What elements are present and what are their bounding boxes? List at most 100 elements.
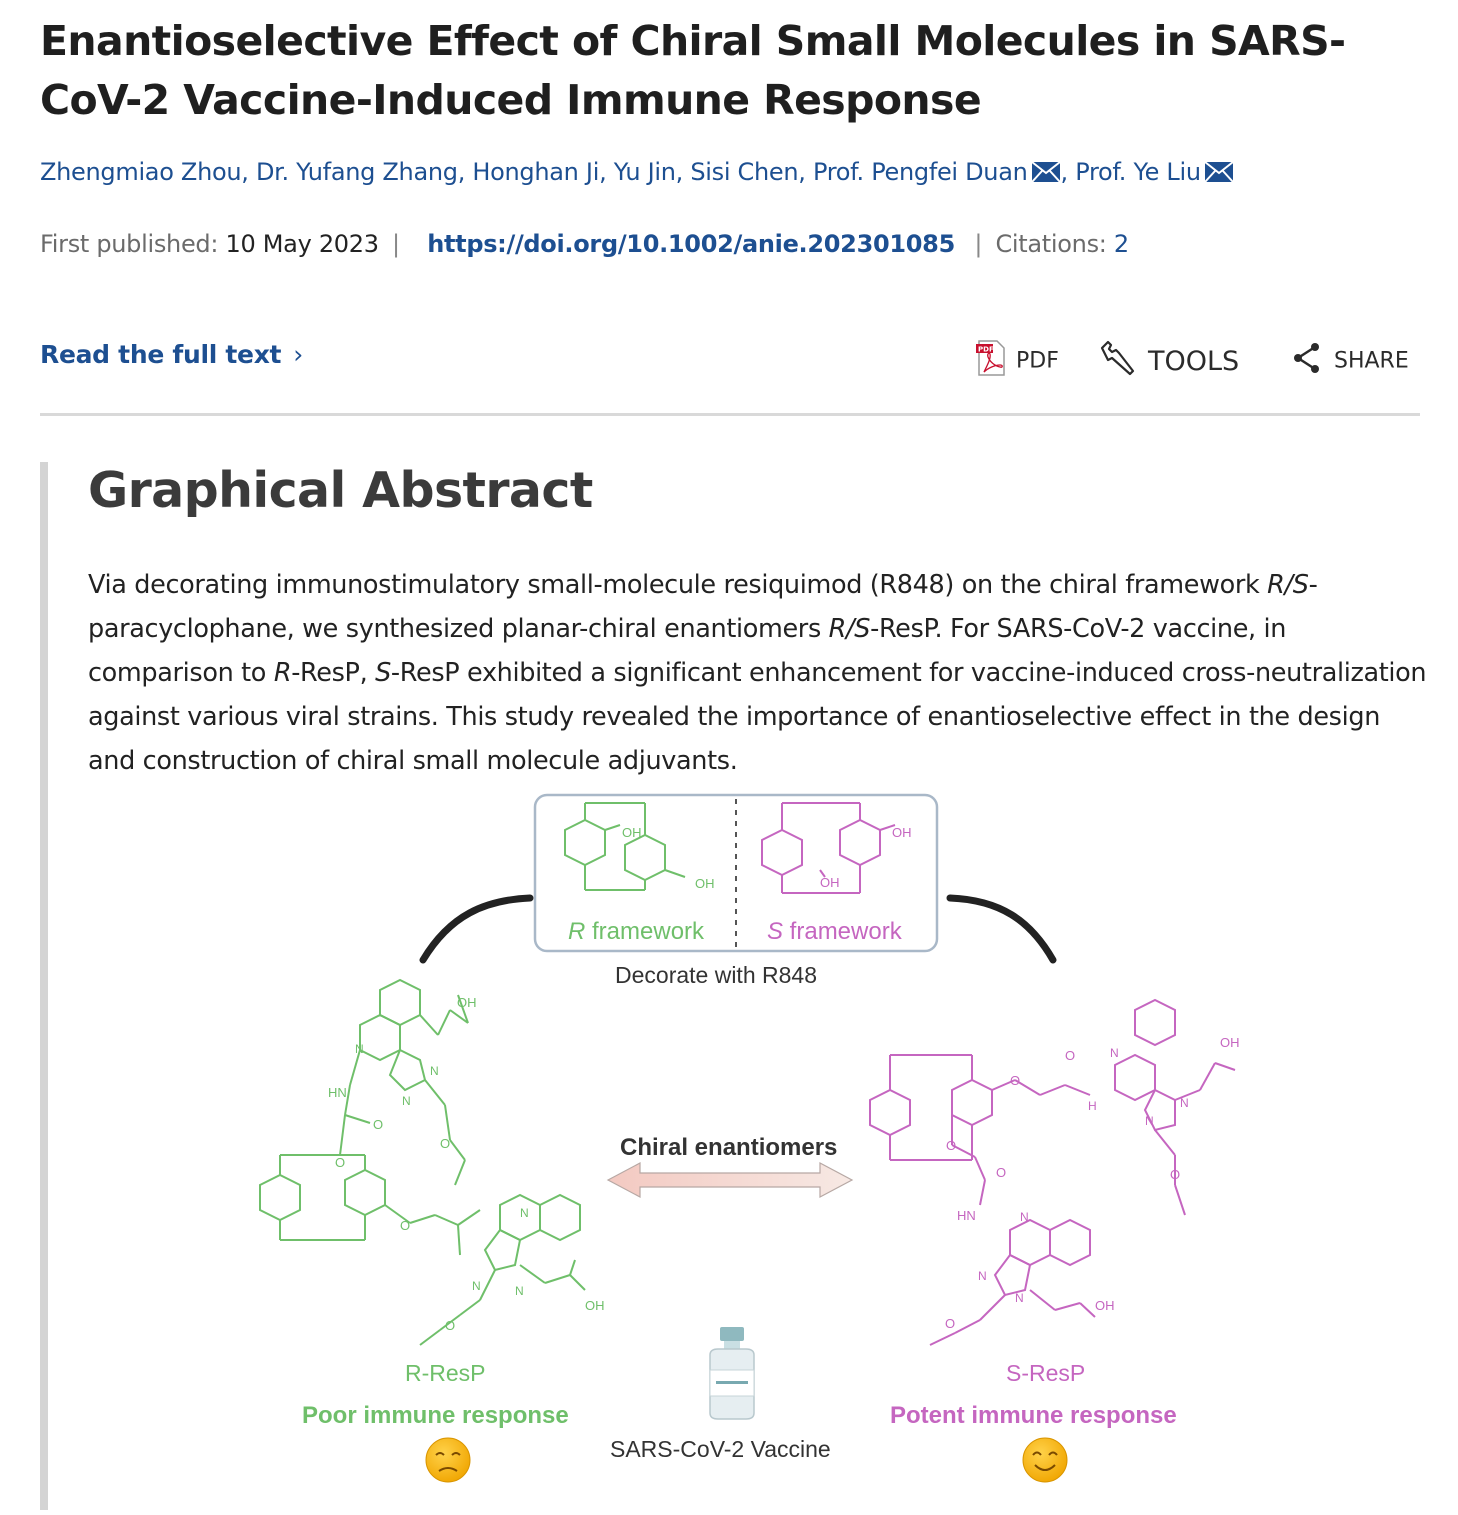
graphical-abstract-figure: OH OH OH OH R framework S framework Deco…	[240, 785, 1240, 1510]
pdf-button[interactable]: PDF PDF	[976, 340, 1059, 382]
r-resp-oh-bottom: OH	[585, 1298, 605, 1313]
abstract-text-segment: -paracyclophane, we synthesized planar-c…	[88, 570, 1318, 644]
share-button[interactable]: SHARE	[1290, 340, 1409, 382]
abstract-text-segment: R	[273, 658, 292, 688]
s-resp-structure	[869, 998, 1236, 1346]
r-resp-o-4: O	[440, 1136, 450, 1151]
pdf-label: PDF	[1016, 348, 1059, 374]
s-oh-label-1: OH	[892, 825, 912, 840]
first-published-date: 10 May 2023	[225, 230, 380, 258]
author-link[interactable]: Yu Jin	[613, 158, 676, 186]
r-resp-oh-top: OH	[457, 995, 477, 1010]
author-separator: ,	[241, 158, 256, 186]
s-resp-o-1: O	[1010, 1073, 1020, 1088]
s-resp-n-2: N	[1180, 1096, 1189, 1110]
r-oh-label-2: OH	[695, 876, 715, 891]
article-title: Enantioselective Effect of Chiral Small …	[40, 17, 1346, 124]
first-published-label: First published:	[40, 230, 219, 258]
s-response-label: Potent immune response	[890, 1402, 1177, 1429]
left-curved-arrow	[419, 894, 534, 964]
s-resp-o-6: O	[945, 1316, 955, 1331]
r-resp-n-5: N	[472, 1279, 481, 1293]
author-separator: ,	[675, 158, 691, 186]
sad-face-icon	[425, 1437, 471, 1483]
tools-button[interactable]: TOOLS	[1098, 338, 1239, 385]
framework-box: OH OH OH OH R framework S framework	[533, 793, 939, 953]
r-resp-n-3: N	[402, 1094, 411, 1108]
abstract-text-segment: -ResP exhibited a significant enhancemen…	[88, 658, 1427, 776]
s-resp-o-5: O	[1170, 1167, 1180, 1182]
chiral-enantiomers-label: Chiral enantiomers	[620, 1134, 837, 1161]
abstract-text-segment: R/S	[1267, 570, 1309, 600]
s-resp-h: H	[1088, 1099, 1097, 1113]
citations-label: Citations:	[995, 230, 1107, 258]
r-resp-n-4: N	[520, 1206, 529, 1220]
read-full-text-label: Read the full text	[40, 340, 282, 369]
s-resp-n-5: N	[978, 1269, 987, 1283]
s-resp-n-1: N	[1110, 1046, 1119, 1060]
r-oh-label-1: OH	[622, 825, 642, 840]
s-resp-o-4: O	[996, 1165, 1006, 1180]
s-framework-label: S framework	[767, 918, 903, 945]
r-resp-o-2: O	[400, 1218, 410, 1233]
share-icon	[1290, 340, 1324, 382]
envelope-icon[interactable]	[1204, 161, 1234, 183]
s-resp-n-6: N	[1015, 1291, 1024, 1305]
vaccine-label: SARS-CoV-2 Vaccine	[610, 1436, 831, 1462]
abstract-text-segment: S	[375, 658, 391, 688]
right-curved-arrow	[946, 894, 1057, 964]
s-resp-o-2: O	[1065, 1048, 1075, 1063]
r-framework-label: R framework	[568, 918, 705, 945]
smile-face-icon	[1022, 1437, 1068, 1483]
r-resp-n-1: N	[355, 1042, 364, 1056]
tools-label: TOOLS	[1148, 346, 1240, 377]
r-resp-o-3: O	[373, 1117, 383, 1132]
graphical-abstract-heading: Graphical Abstract	[88, 462, 593, 519]
vaccine-vial-icon	[709, 1327, 755, 1420]
author-link[interactable]: Prof. Pengfei Duan	[812, 158, 1028, 186]
author-separator: ,	[798, 158, 813, 186]
read-full-text-link[interactable]: Read the full text ›	[40, 340, 303, 369]
author-link[interactable]: Honghan Ji	[472, 158, 600, 186]
s-framework-structure	[761, 802, 896, 894]
share-label: SHARE	[1334, 348, 1409, 374]
meta-divider: |	[974, 230, 983, 258]
s-resp-label: S-ResP	[1006, 1360, 1085, 1386]
envelope-icon[interactable]	[1030, 161, 1061, 183]
r-framework-structure	[564, 802, 686, 891]
author-separator: ,	[599, 158, 614, 186]
r-resp-n-6: N	[515, 1284, 524, 1298]
meta-divider: |	[392, 230, 400, 258]
s-resp-o-3: O	[946, 1138, 956, 1153]
r-resp-o-5: O	[445, 1318, 455, 1333]
s-resp-oh-top: OH	[1220, 1035, 1240, 1050]
abstract-side-bar	[40, 462, 48, 1510]
citations-count[interactable]: 2	[1113, 230, 1129, 258]
svg-text:PDF: PDF	[978, 346, 994, 354]
abstract-text-segment: -ResP,	[291, 658, 376, 688]
r-resp-o-1: O	[335, 1155, 345, 1170]
r-resp-n-2: N	[430, 1064, 439, 1078]
s-resp-oh-bottom: OH	[1095, 1298, 1115, 1313]
r-resp-hn: HN	[328, 1085, 347, 1100]
graphical-abstract-svg: OH OH OH OH R framework S framework Deco…	[259, 793, 1240, 1483]
author-separator: ,	[457, 158, 473, 186]
author-link[interactable]: Prof. Ye Liu	[1075, 158, 1201, 186]
s-oh-label-2: OH	[820, 875, 840, 890]
double-headed-arrow-icon	[606, 1162, 854, 1198]
decorate-label: Decorate with R848	[615, 962, 817, 988]
r-response-label: Poor immune response	[302, 1402, 569, 1429]
chevron-right-icon: ›	[293, 340, 303, 369]
abstract-text-segment: Via decorating immunostimulatory small-m…	[88, 570, 1268, 600]
abstract-text-segment: R/S	[828, 614, 871, 644]
author-link[interactable]: Sisi Chen	[690, 158, 799, 186]
author-link[interactable]: Zhengmiao Zhou	[40, 158, 242, 186]
section-divider	[40, 413, 1420, 416]
abstract-text-segment: -ResP. For SARS-CoV-2 vaccine, in compar…	[88, 614, 1287, 688]
author-link[interactable]: Dr. Yufang Zhang	[255, 158, 458, 186]
wrench-icon	[1098, 338, 1138, 385]
author-separator: ,	[1060, 158, 1076, 186]
publication-meta: First published: 10 May 2023 | https://d…	[40, 230, 1129, 258]
graphical-abstract-text: Via decorating immunostimulatory small-m…	[88, 563, 1428, 783]
doi-link[interactable]: https://doi.org/10.1002/anie.202301085	[427, 230, 955, 258]
